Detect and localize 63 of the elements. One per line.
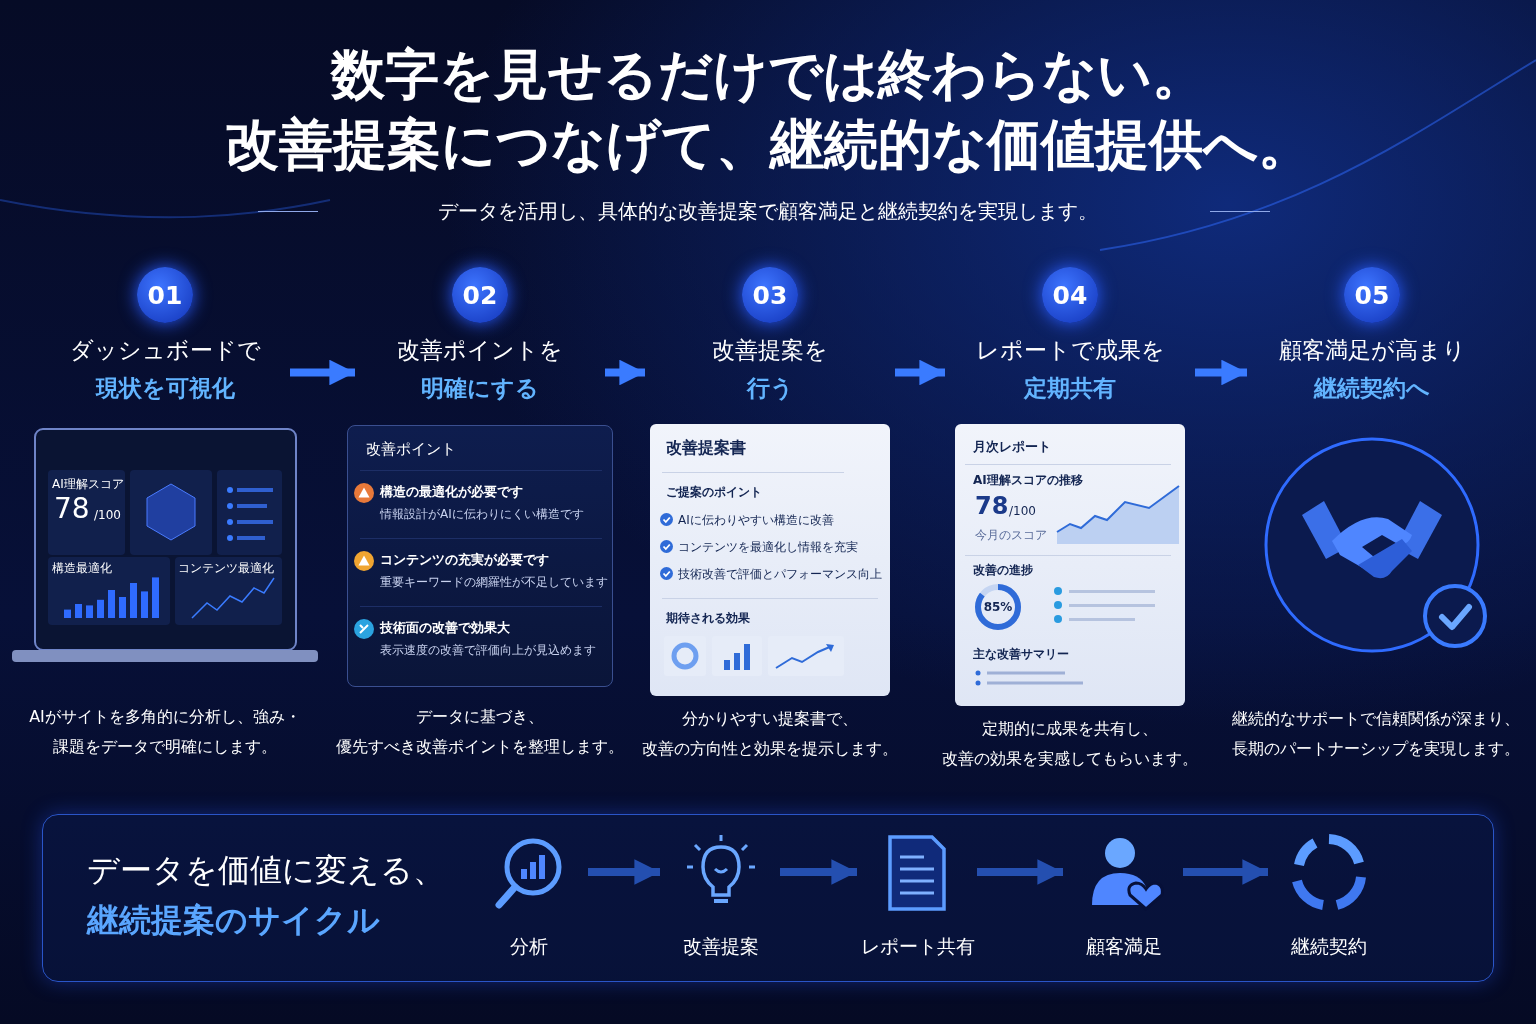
step-heading-text: 改善提案を (711, 336, 829, 365)
step-number-circle: 05 (1344, 267, 1400, 323)
point-title: 構造の最適化が必要です (380, 483, 523, 501)
checklist-item: AIに伝わりやすい構造に改善 (678, 512, 834, 529)
checklist-item: 技術改善で評価とパフォーマンス向上 (678, 566, 882, 583)
cycle-panel (42, 814, 1494, 982)
score-label: AI理解スコア (52, 476, 124, 493)
score-value: 78 (54, 492, 90, 525)
step-description: 定期的に成果を共有し、改善の効果を実感してもらいます。 (941, 718, 1199, 770)
step-heading-highlight: 行う (745, 374, 795, 403)
arrow (780, 859, 857, 885)
point-detail: 重要キーワードの網羅性が不足しています (380, 574, 608, 591)
step-heading-highlight: 現状を可視化 (94, 374, 236, 403)
card-title: 改善提案書 (666, 438, 746, 459)
section-title: 期待される効果 (666, 610, 750, 627)
chart-title: コンテンツ最適化 (178, 560, 274, 577)
score-value: 78 (975, 492, 1009, 520)
step-heading-highlight: 継続契約へ (1312, 374, 1431, 403)
point-detail: 情報設計がAIに伝わりにくい構造です (380, 506, 584, 523)
step-number-circle: 04 (1042, 267, 1098, 323)
section-title: 改善の進捗 (973, 562, 1033, 579)
arrow (588, 859, 660, 885)
step-description: 継続的なサポートで信頼関係が深まり、長期のパートナーシップを実現します。 (1231, 708, 1521, 760)
step-number-circle: 02 (452, 267, 508, 323)
step-heading-text: 顧客満足が高まり (1277, 336, 1467, 365)
step-description: AIがサイトを多角的に分析し、強み・課題をデータで明確にします。 (28, 706, 302, 758)
score-max: /100 (94, 508, 121, 522)
arrow (1183, 859, 1268, 885)
progress-percent: 85% (982, 600, 1014, 614)
arrow (977, 859, 1063, 885)
panel-heading-highlight: 継続提案のサイクル (87, 900, 380, 941)
monthly-report-card (955, 424, 1185, 706)
step-number-circle: 03 (742, 267, 798, 323)
proposal-document-card (650, 424, 890, 696)
section-title: ご提案のポイント (666, 484, 762, 501)
section-title: 主な改善サマリー (973, 646, 1069, 663)
subtitle: データを活用し、具体的な改善提案で顧客満足と継続契約を実現します。 (437, 198, 1099, 225)
step-description: 分かりやすい提案書で、改善の方向性と効果を提示します。 (641, 708, 899, 760)
step-number-circle: 01 (137, 267, 193, 323)
point-title: コンテンツの充実が必要です (380, 551, 549, 569)
step-heading-text: 改善ポイントを (396, 336, 564, 365)
cycle-step-label: 分析 (509, 934, 549, 959)
step-heading-highlight: 明確にする (420, 374, 540, 403)
step-description: データに基づき、優先すべき改善ポイントを整理します。 (335, 706, 625, 758)
improvement-points-card (347, 425, 613, 687)
score-max: /100 (1009, 504, 1036, 518)
page-title: 数字を見せるだけでは終わらない。改善提案につなげて、継続的な価値提供へ。 (223, 42, 1313, 178)
cycle-step-label: 改善提案 (682, 934, 760, 959)
step-heading-text: レポートで成果を (974, 336, 1166, 365)
card-title: 改善ポイント (366, 440, 456, 459)
score-caption: 今月のスコア (975, 527, 1047, 544)
step-heading-text: ダッシュボードで (68, 336, 262, 365)
cycle-step-label: レポート共有 (860, 934, 976, 959)
chart-title: 構造最適化 (52, 560, 112, 577)
step-heading-highlight: 定期共有 (1022, 374, 1117, 403)
cycle-step-label: 顧客満足 (1085, 934, 1163, 959)
card-title: 月次レポート (973, 438, 1051, 456)
point-detail: 表示速度の改善で評価向上が見込めます (380, 642, 596, 659)
point-title: 技術面の改善で効果大 (380, 619, 510, 637)
checklist-item: コンテンツを最適化し情報を充実 (678, 539, 858, 556)
cycle-step-label: 継続契約 (1290, 934, 1368, 959)
panel-heading: データを価値に変える、 (87, 850, 445, 891)
section-title: AI理解スコアの推移 (973, 472, 1083, 489)
